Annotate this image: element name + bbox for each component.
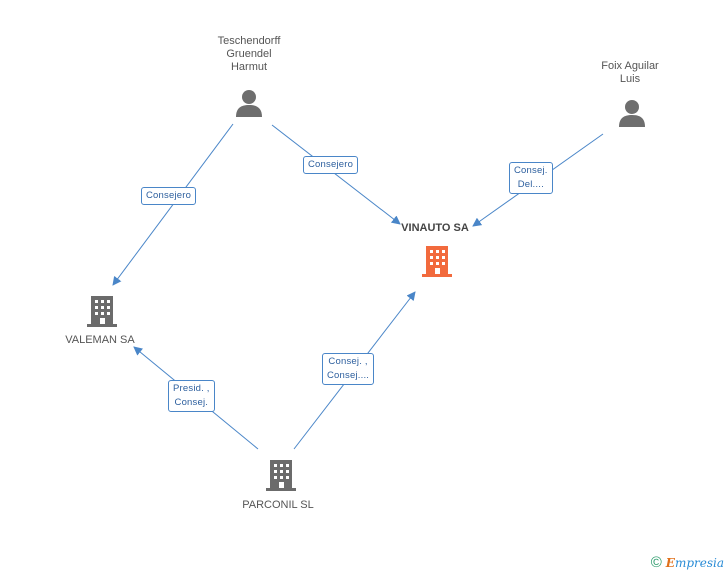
- empresia-logo: Empresia: [665, 556, 724, 570]
- edge-label-consejero-left[interactable]: Consejero: [141, 187, 197, 205]
- company-label-valeman[interactable]: VALEMAN SA: [65, 334, 135, 346]
- empresia-credit: ©Empresia: [651, 554, 724, 571]
- edge-label-consej-consej[interactable]: Consej. , Consej....: [322, 353, 375, 385]
- copyright-icon: ©: [650, 554, 662, 571]
- person-icon[interactable]: [617, 98, 647, 128]
- edge-label-presid-consej[interactable]: Presid. , Consej.: [168, 380, 215, 412]
- company-label-vinauto[interactable]: VINAUTO SA: [401, 222, 469, 234]
- building-icon[interactable]: [85, 294, 119, 328]
- person-label-teschendorff[interactable]: Teschendorff Gruendel Harmut: [217, 35, 281, 73]
- edge-teschendorff-vinauto: [271, 124, 401, 225]
- edge-label-consejero-right[interactable]: Consejero: [303, 156, 359, 174]
- building-icon[interactable]: [264, 458, 298, 492]
- person-icon[interactable]: [234, 88, 264, 118]
- company-label-parconil[interactable]: PARCONIL SL: [242, 499, 314, 511]
- person-label-foix[interactable]: Foix Aguilar Luis: [601, 60, 659, 85]
- edge-label-consej-del[interactable]: Consej. Del....: [509, 162, 553, 194]
- building-icon[interactable]: [420, 244, 454, 278]
